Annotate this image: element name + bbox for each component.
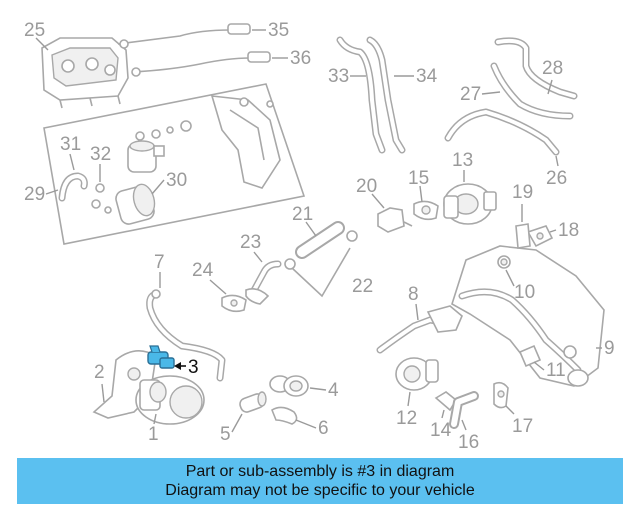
part-18-gasket	[526, 225, 554, 248]
callout-10: 10	[514, 282, 535, 303]
part-12-unit	[395, 357, 439, 391]
callout-3-arrowhead	[174, 362, 181, 370]
part-19-gasket	[515, 223, 531, 249]
callout-22: 22	[352, 276, 373, 297]
callout-3: 3	[188, 357, 199, 378]
callout-18: 18	[558, 220, 579, 241]
callout-13: 13	[452, 150, 473, 171]
callout-35: 35	[268, 20, 289, 41]
callout-34: 34	[416, 66, 438, 87]
callout-21: 21	[292, 204, 313, 225]
callout-16: 16	[458, 432, 479, 453]
callout-2: 2	[94, 362, 105, 383]
callout-5: 5	[220, 424, 231, 445]
callout-9: 9	[604, 338, 615, 359]
callout-31: 31	[60, 134, 81, 155]
callout-23: 23	[240, 232, 261, 253]
callout-11: 11	[546, 360, 566, 381]
part-27-pipe	[490, 62, 574, 120]
callout-17: 17	[512, 416, 533, 437]
part-20-elbow	[377, 207, 413, 233]
part-23-pipe	[245, 260, 282, 305]
part-15-gasket	[413, 200, 439, 221]
callout-8: 8	[408, 284, 419, 305]
part-7-pipe	[146, 289, 226, 382]
callout-29: 29	[24, 184, 45, 205]
info-banner: Part or sub-assembly is #3 in diagram Di…	[17, 458, 623, 504]
part-10-clamp	[497, 255, 511, 269]
callout-20: 20	[356, 176, 377, 197]
part-26-pipe	[444, 108, 560, 156]
callout-30: 30	[166, 170, 187, 191]
part-1-pump	[135, 375, 205, 425]
part-6-clip	[271, 406, 298, 425]
callout-12: 12	[396, 408, 417, 429]
callout-6: 6	[318, 418, 329, 439]
part-28-pipe	[494, 37, 578, 100]
callout-7: 7	[154, 252, 165, 273]
part-16-pipe	[449, 391, 479, 429]
callout-32: 32	[90, 144, 111, 165]
part-21-hose	[295, 221, 358, 259]
callout-28: 28	[542, 58, 563, 79]
part-36-sensor	[131, 51, 271, 77]
part-22-clamp	[284, 247, 351, 298]
part-5-sleeve	[239, 391, 267, 413]
callout-24: 24	[192, 260, 214, 281]
callout-26: 26	[546, 168, 567, 189]
callout-36: 36	[290, 48, 311, 69]
banner-line-1: Part or sub-assembly is #3 in diagram	[185, 463, 455, 480]
callout-15: 15	[408, 168, 429, 189]
callout-27: 27	[460, 84, 481, 105]
callout-33: 33	[328, 66, 349, 87]
part-33-tube	[336, 36, 386, 154]
part-17-gasket	[493, 381, 509, 409]
callout-25: 25	[24, 20, 45, 41]
parts-diagram: 25 35 36	[24, 20, 615, 453]
callout-19: 19	[512, 182, 533, 203]
part-9-pipe-assembly	[451, 245, 605, 387]
callout-14: 14	[430, 420, 452, 441]
callout-4: 4	[328, 380, 339, 401]
part-35-sensor	[117, 23, 251, 49]
banner-line-2: Diagram may not be specific to your vehi…	[165, 482, 475, 499]
part-4-connector	[269, 375, 309, 397]
part-34-tube	[366, 36, 406, 154]
part-8-pipe	[376, 305, 463, 354]
part-3-highlighted	[147, 345, 175, 369]
part-25-manifold	[41, 37, 129, 109]
part-13-valve	[443, 183, 497, 225]
callout-1: 1	[148, 424, 159, 445]
subassembly-box	[43, 83, 306, 245]
part-24-gasket	[221, 294, 247, 313]
